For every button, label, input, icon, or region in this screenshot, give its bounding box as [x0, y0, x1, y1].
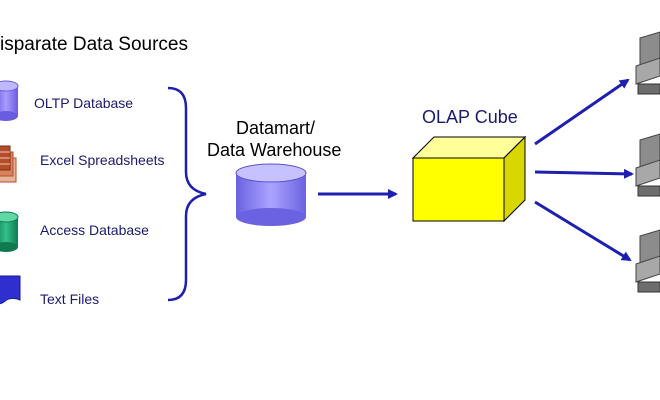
oltp-database-icon: [0, 80, 19, 121]
olap-cube-icon: [411, 135, 527, 223]
source-label-text-files: Text Files: [40, 291, 100, 307]
arrow-cube-to-client-1: [534, 78, 630, 146]
arrow-cube-to-client-3: [534, 200, 632, 262]
warehouse-label-line-1: Datamart/: [236, 118, 316, 138]
olap-cube-label: OLAP Cube: [422, 107, 518, 127]
client-computer-icon: [635, 31, 660, 95]
source-label-excel-spreadsheets: Excel Spreadsheets: [40, 152, 165, 168]
source-label-oltp-database: OLTP Database: [34, 95, 134, 111]
source-grouping-brace: [167, 86, 207, 302]
data-warehouse-icon: [235, 163, 307, 226]
diagram-title: isparate Data Sources: [0, 34, 188, 55]
access-database-icon: [0, 211, 19, 252]
arrow-cube-to-client-2: [534, 168, 634, 179]
excel-spreadsheets-icon: [0, 145, 17, 183]
client-computer-icon: [635, 229, 660, 293]
warehouse-label-line-2: Data Warehouse: [207, 140, 342, 160]
source-label-access-database: Access Database: [40, 222, 149, 238]
text-files-icon: [0, 275, 21, 305]
client-computer-icon: [635, 133, 660, 197]
